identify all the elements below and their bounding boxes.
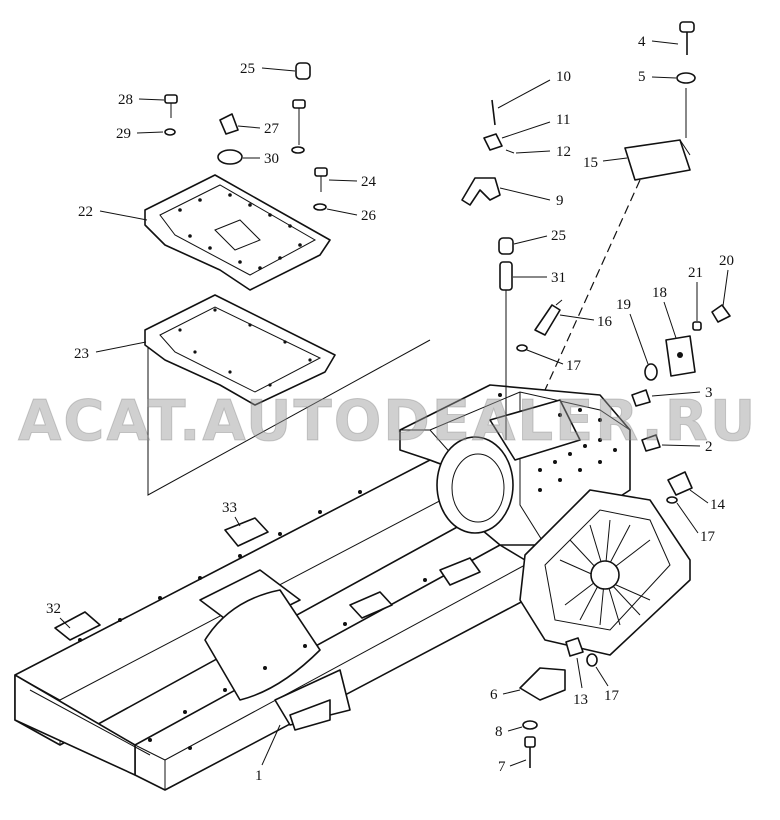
callout-29: 29 — [116, 126, 131, 142]
callout-25a: 25 — [240, 61, 255, 77]
callout-13: 13 — [573, 692, 588, 708]
callout-14: 14 — [710, 497, 726, 513]
callout-17b: 17 — [700, 529, 716, 545]
callout-15: 15 — [583, 155, 598, 171]
callout-6: 6 — [490, 687, 498, 703]
watermark: ACAT.AUTODEALER.RU — [18, 389, 757, 454]
callout-3: 3 — [705, 385, 713, 401]
gasket — [144, 294, 336, 406]
cover-plate — [144, 174, 331, 291]
transmission-case — [399, 384, 631, 546]
callout-labels: 1 2 3 4 5 6 7 8 9 10 11 12 13 14 15 16 1… — [46, 34, 734, 784]
callout-19: 19 — [616, 297, 631, 313]
callout-17c: 17 — [604, 688, 620, 704]
callout-20: 20 — [719, 253, 734, 269]
small-parts — [164, 21, 731, 768]
callout-2: 2 — [705, 439, 713, 455]
callout-16: 16 — [597, 314, 613, 330]
callout-4: 4 — [638, 34, 646, 50]
callout-5: 5 — [638, 69, 646, 85]
callout-22: 22 — [78, 204, 93, 220]
callout-17a: 17 — [566, 358, 582, 374]
callout-28: 28 — [118, 92, 133, 108]
callout-10: 10 — [556, 69, 571, 85]
callout-27: 27 — [264, 121, 280, 137]
callout-1: 1 — [255, 768, 263, 784]
callout-31: 31 — [551, 270, 566, 286]
callout-24: 24 — [361, 174, 377, 190]
callout-21: 21 — [688, 265, 703, 281]
callout-11: 11 — [556, 112, 570, 128]
callout-25b: 25 — [551, 228, 566, 244]
callout-12: 12 — [556, 144, 571, 160]
callout-32: 32 — [46, 601, 61, 617]
callout-30: 30 — [264, 151, 279, 167]
callout-23: 23 — [74, 346, 89, 362]
callout-18: 18 — [652, 285, 667, 301]
rear-housing — [519, 489, 691, 656]
callout-26: 26 — [361, 208, 377, 224]
callout-33: 33 — [222, 500, 237, 516]
callout-9: 9 — [556, 193, 564, 209]
callout-8: 8 — [495, 724, 503, 740]
callout-7: 7 — [498, 759, 506, 775]
